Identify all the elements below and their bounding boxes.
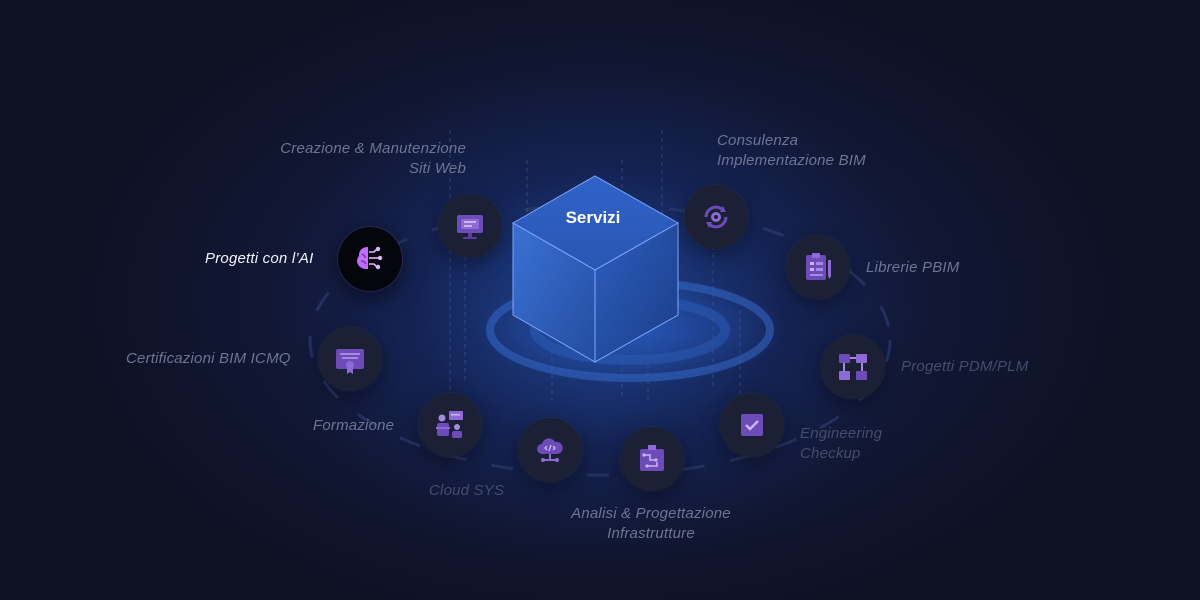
service-node-cloud[interactable] xyxy=(518,418,582,482)
label-icmq[interactable]: Certificazioni BIM ICMQ xyxy=(126,350,291,367)
workflow-icon xyxy=(839,354,867,380)
label-ai[interactable]: Progetti con l’AI xyxy=(205,250,314,267)
monitor-icon xyxy=(457,215,483,239)
label-bim[interactable]: Consulenza Implementazione BIM xyxy=(717,132,866,169)
cube xyxy=(511,175,680,363)
teacher-icon xyxy=(436,411,463,438)
service-node-pdm[interactable] xyxy=(821,335,885,399)
label-pbim[interactable]: Librerie PBIM xyxy=(866,259,960,276)
label-engineering[interactable]: Engineering Checkup xyxy=(800,425,883,462)
service-node-infra[interactable] xyxy=(620,427,684,491)
gear-cycle-icon xyxy=(704,205,728,229)
cube-title: Servizi xyxy=(565,208,621,227)
service-node-pbim[interactable] xyxy=(786,235,850,299)
label-cloud[interactable]: Cloud SYS xyxy=(429,482,505,499)
service-node-ai[interactable] xyxy=(338,227,402,291)
label-pdm[interactable]: Progetti PDM/PLM xyxy=(901,358,1029,375)
clipboard-icon xyxy=(806,253,831,280)
circuit-icon xyxy=(640,445,664,471)
service-node-formazione[interactable] xyxy=(418,393,482,457)
cloud-code-icon xyxy=(537,438,563,462)
checkbox-icon xyxy=(741,414,763,436)
orbit-ring xyxy=(308,203,892,477)
label-siti-web[interactable]: Creazione & Manutenzione Siti Web xyxy=(280,140,466,177)
label-formazione[interactable]: Formazione xyxy=(313,417,395,434)
service-node-bim[interactable] xyxy=(684,185,748,249)
service-node-siti-web[interactable] xyxy=(438,194,502,258)
brain-circuit-icon xyxy=(357,246,383,270)
service-node-engineering[interactable] xyxy=(720,393,784,457)
service-node-icmq[interactable] xyxy=(318,327,382,391)
certificate-icon xyxy=(336,349,364,374)
label-infra[interactable]: Analisi & Progettazione Infrastrutture xyxy=(571,505,731,542)
